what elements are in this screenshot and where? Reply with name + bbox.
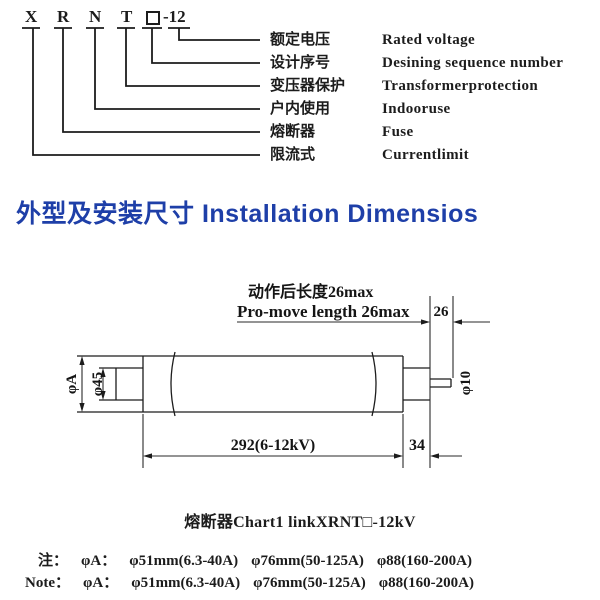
note-en-size-1: φ51mm(6.3-40A) (131, 575, 241, 591)
code-row-en-current-limit: Currentlimit (382, 147, 470, 163)
code-letter-n: N (89, 7, 102, 26)
dim-26-label: 26 (434, 304, 450, 320)
code-letter-r: R (57, 7, 70, 26)
dia-cap-label: φ45 (90, 372, 106, 396)
leader-transformer-protection (125, 28, 260, 87)
striker-pin-outline (430, 378, 452, 388)
code-row-en-rated-voltage: Rated voltage (382, 32, 476, 48)
note-zh-size-2: φ76mm(50-125A) (251, 553, 364, 569)
section-heading: 外型及安装尺寸 Installation Dimensios (16, 200, 479, 228)
code-row-en-indoor-use: Indooruse (382, 101, 451, 117)
leader-current-limit (32, 28, 260, 156)
code-row-zh-indoor-use: 户内使用 (270, 101, 331, 117)
leader-fuse (62, 28, 260, 133)
dimension-drawing: 动作后长度26max Pro-move length 26max 26 292(… (64, 282, 490, 468)
arrowheads (79, 319, 462, 459)
dim-34-label: 34 (409, 437, 425, 454)
note-line-zh: 注： φA： φ51mm(6.3-40A) φ76mm(50-125A) φ88(160… (38, 551, 485, 571)
extension-lines (142, 296, 454, 468)
annotation-en: Pro-move length 26max (237, 302, 410, 321)
left-flange-curve (170, 351, 176, 417)
code-row-zh-fuse: 熔断器 (270, 124, 316, 140)
note-en-size-2: φ76mm(50-125A) (253, 575, 366, 591)
code-letter-t: T (121, 7, 133, 26)
left-end-cap-outline (99, 367, 143, 401)
code-suffix: -12 (163, 7, 186, 26)
code-row-zh-rated-voltage: 额定电压 (270, 32, 331, 48)
code-letter-x: X (25, 7, 38, 26)
code-row-zh-current-limit: 限流式 (270, 147, 316, 163)
code-row-en-design-number: Desining sequence number (382, 55, 564, 71)
dia-body-label: φA (64, 374, 80, 394)
note-zh-label: 注： (38, 553, 69, 569)
dia-pin-label: φ10 (458, 371, 474, 395)
note-en-dia: φA： (83, 575, 119, 591)
note-line-en: Note： φA： φ51mm(6.3-40A) φ76mm(50-125A) φ88(… (25, 573, 487, 593)
right-end-cap-outline (403, 367, 430, 401)
annotation-zh: 动作后长度26max (248, 282, 373, 301)
code-row-en-transformer-protection: Transformerprotection (382, 78, 539, 94)
code-row-en-fuse: Fuse (382, 124, 414, 140)
note-zh-dia: φA： (81, 553, 117, 569)
note-en-size-3: φ88(160-200A) (378, 575, 474, 591)
code-row-zh-transformer-protection: 变压器保护 (270, 78, 346, 94)
drawing-caption: 熔断器Chart1 linkXRNT□-12kV (184, 514, 416, 531)
dim-292-label: 292(6-12kV) (231, 437, 315, 454)
note-en-label: Note： (25, 575, 70, 591)
leader-rated-voltage (178, 28, 260, 41)
right-flange-curve (371, 351, 377, 417)
leader-design-number (151, 28, 260, 64)
code-leader-lines (22, 27, 260, 156)
note-zh-size-3: φ88(160-200A) (376, 553, 472, 569)
leader-indoor-use (94, 28, 260, 110)
fuse-barrel-outline (77, 355, 404, 413)
note-zh-size-1: φ51mm(6.3-40A) (129, 553, 239, 569)
code-row-zh-design-number: 设计序号 (270, 55, 331, 71)
design-number-box (146, 11, 160, 25)
